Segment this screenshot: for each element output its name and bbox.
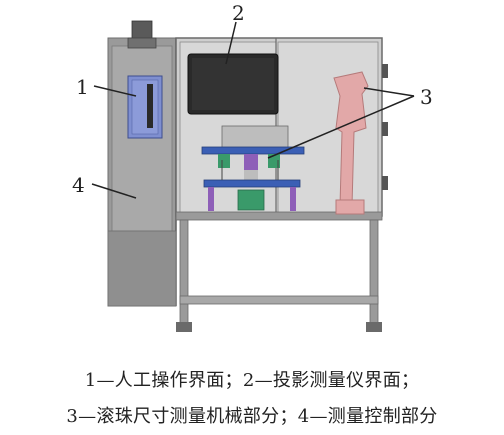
label-1: 1 xyxy=(76,75,89,99)
lower-frame xyxy=(176,219,382,332)
label-2: 2 xyxy=(232,1,245,25)
label-3: 3 xyxy=(420,85,433,109)
label-4: 4 xyxy=(72,173,85,197)
caption-line-1: 1—人工操作界面；2—投影测量仪界面； xyxy=(84,370,420,391)
callout-lines xyxy=(91,21,415,199)
machine-diagram: 1 2 3 4 xyxy=(72,1,433,332)
caption-line-2: 3—滚珠尺寸测量机械部分；4—测量控制部分 xyxy=(66,406,438,427)
top-motor xyxy=(127,20,157,49)
projector-screen xyxy=(187,53,279,115)
operator-interface-screen xyxy=(127,75,163,139)
measurement-mechanism xyxy=(201,125,305,211)
robot-arm xyxy=(333,71,369,215)
